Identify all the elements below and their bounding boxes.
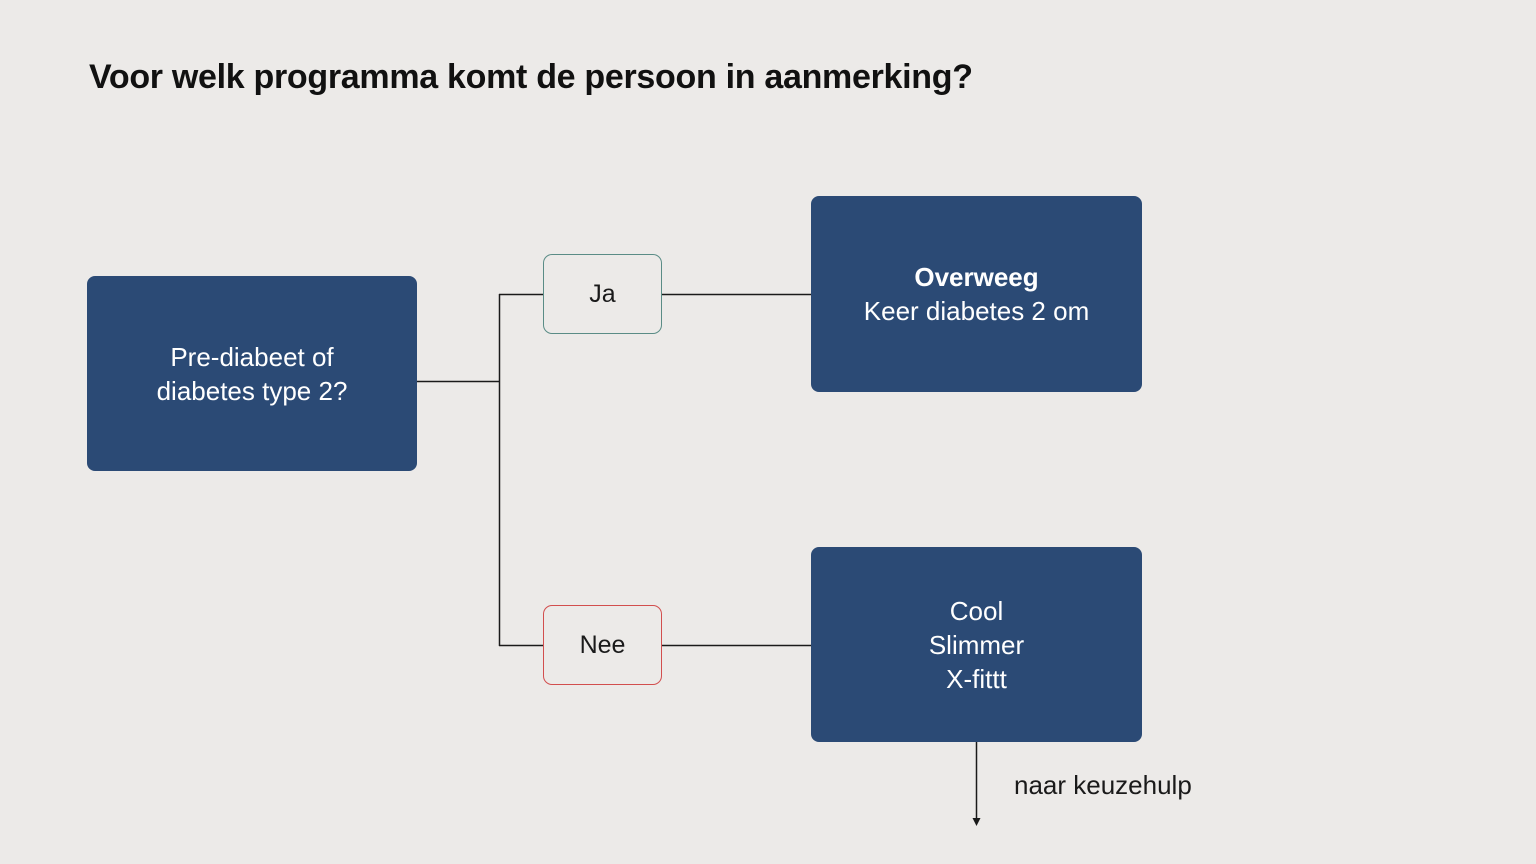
arrow-down-icon xyxy=(972,818,981,826)
no-result-box: Cool Slimmer X-fittt xyxy=(811,547,1142,742)
next-step-note: naar keuzehulp xyxy=(1014,770,1192,800)
no-result-program-1: Cool xyxy=(949,595,1004,626)
no-result-program-3: X-fittt xyxy=(946,663,1007,694)
no-label: Nee xyxy=(543,605,662,685)
question-box: Pre-diabeet of diabetes type 2? xyxy=(87,276,417,471)
question-line-1: Pre-diabeet of xyxy=(170,341,334,372)
yes-result-program: Keer diabetes 2 om xyxy=(863,296,1090,326)
yes-label: Ja xyxy=(543,254,662,334)
yes-result-box: Overweeg Keer diabetes 2 om xyxy=(811,196,1142,392)
yes-result-heading: Overweeg xyxy=(914,262,1039,292)
no-result-program-2: Slimmer xyxy=(928,629,1025,660)
page-title: Voor welk programma komt de persoon in a… xyxy=(89,58,973,96)
question-line-2: diabetes type 2? xyxy=(156,375,348,406)
